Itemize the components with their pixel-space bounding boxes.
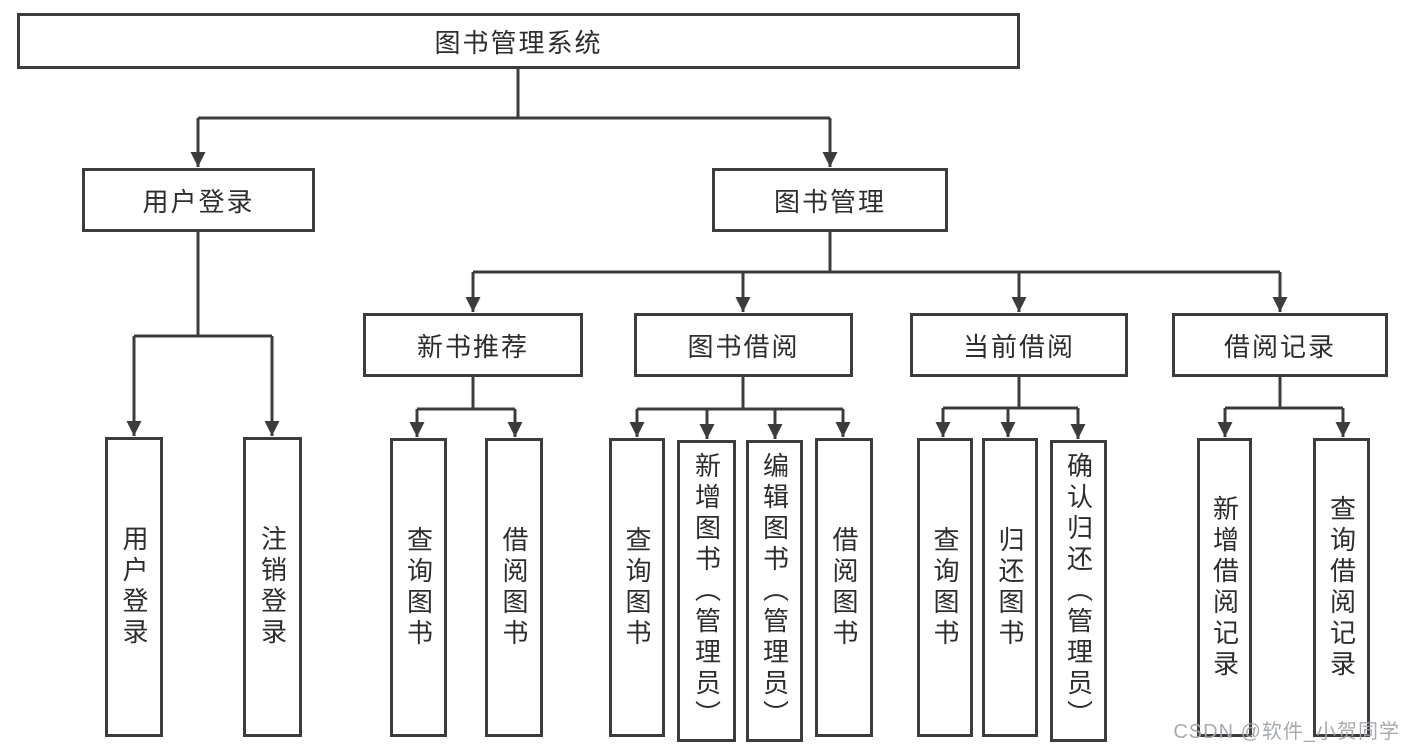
leaf-rec-query-books: 查询图书 — [390, 438, 447, 737]
leaf-cb-query-books: 查询图书 — [917, 438, 973, 737]
leaf-logout-label: 注销登录 — [257, 525, 288, 649]
node-new-book-recommend-label: 新书推荐 — [416, 331, 529, 362]
leaf-rec-query-books-label: 查询图书 — [403, 525, 434, 650]
leaf-bb-borrow-books-label: 借阅图书 — [829, 525, 859, 650]
leaf-br-query-record: 查询借阅记录 — [1313, 438, 1370, 737]
leaf-user-login: 用户登录 — [105, 437, 163, 737]
node-book-management-label: 图书管理 — [773, 186, 886, 217]
node-current-borrow: 当前借阅 — [910, 313, 1128, 377]
leaf-rec-borrow-books: 借阅图书 — [485, 438, 543, 737]
node-root-system: 图书管理系统 — [17, 13, 1020, 69]
leaf-bb-edit-books-admin: 编辑图书（管理员） — [746, 440, 803, 742]
leaf-user-login-label: 用户登录 — [119, 525, 149, 649]
node-book-borrow-label: 图书借阅 — [687, 331, 800, 362]
node-user-login-label: 用户登录 — [142, 186, 255, 217]
leaf-bb-borrow-books: 借阅图书 — [815, 438, 873, 737]
leaf-cb-return-books-label: 归还图书 — [995, 525, 1025, 650]
leaf-cb-return-books: 归还图书 — [982, 438, 1038, 737]
leaf-logout: 注销登录 — [243, 437, 302, 737]
node-current-borrow-label: 当前借阅 — [962, 331, 1075, 362]
leaf-rec-borrow-books-label: 借阅图书 — [499, 525, 529, 650]
node-root-system-label: 图书管理系统 — [434, 27, 603, 58]
node-user-login: 用户登录 — [82, 168, 315, 232]
node-new-book-recommend: 新书推荐 — [363, 313, 583, 377]
node-borrow-records-label: 借阅记录 — [1223, 331, 1336, 362]
leaf-br-add-record-label: 新增借阅记录 — [1209, 494, 1240, 681]
node-book-management: 图书管理 — [712, 168, 948, 232]
leaf-bb-add-books-admin: 新增图书（管理员） — [677, 440, 736, 742]
csdn-watermark: CSDN @软件_小贺同学 — [1173, 721, 1400, 743]
leaf-br-add-record: 新增借阅记录 — [1197, 438, 1252, 737]
leaf-cb-query-books-label: 查询图书 — [930, 525, 960, 650]
leaf-bb-query-books-label: 查询图书 — [622, 525, 652, 650]
leaf-bb-edit-books-admin-label: 编辑图书（管理员） — [759, 451, 790, 731]
leaf-cb-confirm-return-admin-label: 确认归还（管理员） — [1063, 451, 1094, 731]
node-borrow-records: 借阅记录 — [1172, 313, 1388, 377]
leaf-cb-confirm-return-admin: 确认归还（管理员） — [1050, 440, 1107, 742]
leaf-br-query-record-label: 查询借阅记录 — [1326, 494, 1357, 681]
leaf-bb-query-books: 查询图书 — [609, 438, 665, 737]
leaf-bb-add-books-admin-label: 新增图书（管理员） — [691, 451, 722, 731]
node-book-borrow: 图书借阅 — [634, 313, 853, 377]
